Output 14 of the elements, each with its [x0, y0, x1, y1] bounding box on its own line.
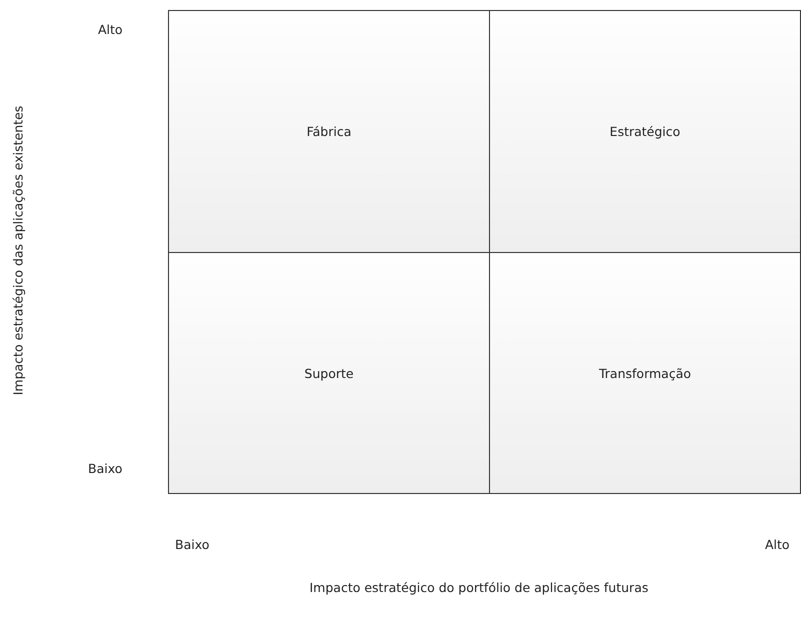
quadrant-box	[168, 252, 490, 494]
axis-title: Impacto estratégico do portfólio de aplicações futuras	[310, 580, 648, 594]
quadrant-label: Transformação	[598, 366, 692, 380]
axis-tick-label: Baixo	[88, 461, 122, 476]
axis-tick-label: Baixo	[175, 537, 210, 552]
quadrant-label: Fábrica	[306, 124, 352, 139]
axis-title: Impacto estratégico das aplicações existentes	[10, 105, 26, 395]
quadrant-box	[489, 252, 801, 494]
quadrant-box	[168, 10, 490, 253]
quadrant-label: Estratégico	[610, 124, 680, 139]
quadrant-box	[489, 10, 801, 253]
axis-tick-label: Alto	[765, 537, 790, 552]
axis-tick-label: Alto	[98, 22, 123, 37]
quadrant-label: Suporte	[304, 366, 354, 380]
